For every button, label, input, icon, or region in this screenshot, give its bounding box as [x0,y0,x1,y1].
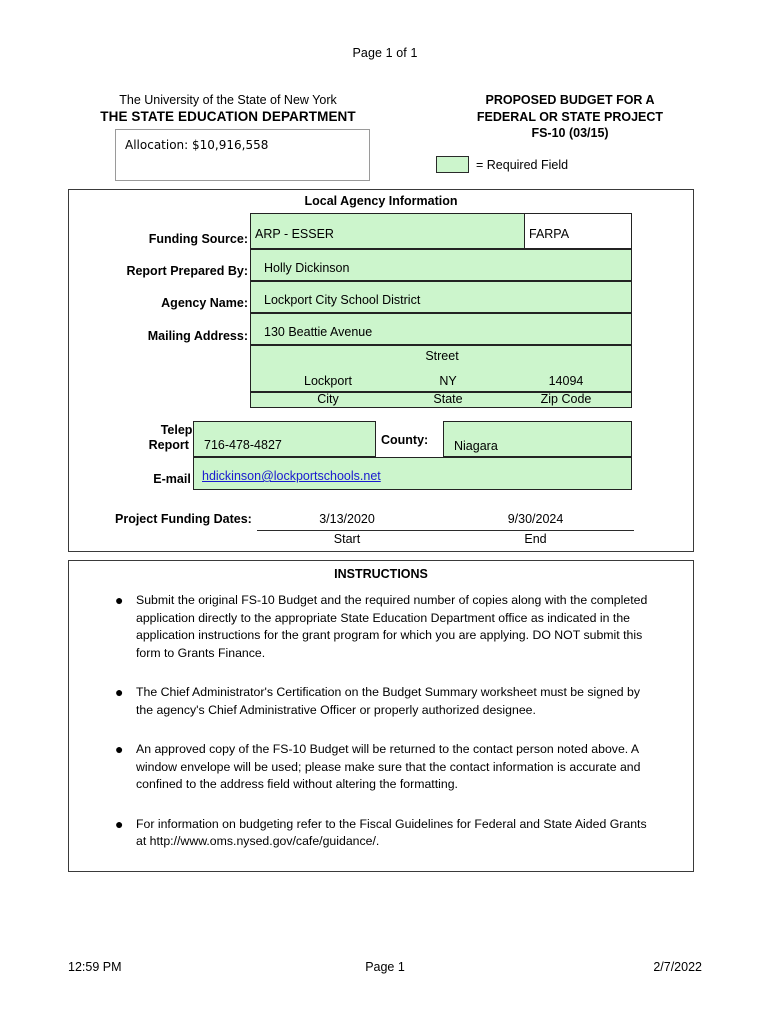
instruction-text: An approved copy of the FS-10 Budget wil… [136,742,641,791]
instructions-list: ● Submit the original FS-10 Budget and t… [112,592,652,873]
instruction-text: For information on budgeting refer to th… [136,816,647,849]
start-date-value[interactable]: 3/13/2020 [319,512,375,526]
county-value: Niagara [454,439,498,453]
required-field-legend: = Required Field [436,156,568,173]
form-title-line-2: FEDERAL OR STATE PROJECT [476,109,664,124]
project-funding-dates-label: Project Funding Dates: [115,512,252,526]
required-field-swatch-icon [436,156,469,173]
report-prepared-by-value: Holly Dickinson [264,261,350,275]
mailing-address-label: Mailing Address: [147,329,248,343]
form-number: FS-10 (03/15) [531,126,609,140]
email-field[interactable]: hdickinson@lockportschools.net [193,457,632,490]
report-prepared-by-label: Report Prepared By: [126,264,248,278]
report-prepared-by-field[interactable]: Holly Dickinson [250,249,632,281]
funding-source-value: ARP - ESSER [255,227,334,241]
email-link[interactable]: hdickinson@lockportschools.net [202,469,381,483]
end-date-value[interactable]: 9/30/2024 [507,512,564,526]
bullet-icon: ● [115,741,124,757]
form-title-line-1: PROPOSED BUDGET FOR A [485,93,655,107]
funding-source-field[interactable]: ARP - ESSER [250,213,526,249]
mailing-address-street-value: 130 Beattie Avenue [264,325,373,339]
list-item: ● For information on budgeting refer to … [112,816,652,851]
footer-time: 12:59 PM [68,960,122,974]
mailing-address-citystatezip-field[interactable]: Street Lockport NY 14094 [250,345,632,392]
instructions-panel [68,560,694,872]
project-funding-dates-rule [257,530,634,531]
local-agency-information-title: Local Agency Information [304,194,458,208]
list-item: ● Submit the original FS-10 Budget and t… [112,592,652,662]
mailing-address-street-field[interactable]: 130 Beattie Avenue [250,313,632,345]
telephone-field[interactable]: 716-478-4827 [193,421,376,457]
bullet-icon: ● [115,592,124,608]
city-value: Lockport [304,374,352,388]
list-item: ● The Chief Administrator's Certificatio… [112,684,652,719]
telephone-value: 716-478-4827 [204,438,282,452]
agency-name-value: Lockport City School District [264,293,421,307]
county-label: County: [381,433,429,447]
funding-source-label: Funding Source: [148,232,248,246]
bullet-icon: ● [115,684,124,700]
start-caption: Start [333,532,361,546]
issuing-authority-block: The University of the State of New York … [68,92,388,125]
list-item: ● An approved copy of the FS-10 Budget w… [112,741,652,794]
allocation-amount: Allocation: $10,916,558 [125,138,269,152]
county-field[interactable]: Niagara [443,421,632,457]
department-name: THE STATE EDUCATION DEPARTMENT [100,109,356,124]
allocation-box: Allocation: $10,916,558 [115,129,370,181]
state-caption: State [433,392,463,406]
zip-value: 14094 [548,374,584,388]
instruction-text: The Chief Administrator's Certification … [136,685,641,717]
state-value: NY [439,374,457,388]
end-caption: End [524,532,547,546]
university-name: The University of the State of New York [119,93,337,107]
footer-date: 2/7/2022 [653,960,702,974]
bullet-icon: ● [115,815,124,832]
page-of-indicator: Page 1 of 1 [352,46,418,60]
citystatezip-caption-row: City State Zip Code [250,392,632,408]
footer-page-number: Page 1 [365,960,405,974]
instruction-text: Submit the original FS-10 Budget and the… [136,593,648,660]
farpa-value: FARPA [529,227,570,241]
agency-name-field[interactable]: Lockport City School District [250,281,632,313]
street-caption: Street [425,349,459,363]
farpa-field[interactable]: FARPA [524,213,632,249]
city-caption: City [317,392,339,406]
required-field-legend-label: = Required Field [476,157,569,172]
form-title-block: PROPOSED BUDGET FOR A FEDERAL OR STATE P… [420,92,720,142]
zip-caption: Zip Code [540,392,592,406]
agency-name-label: Agency Name: [161,296,248,310]
instructions-title: INSTRUCTIONS [334,567,428,581]
